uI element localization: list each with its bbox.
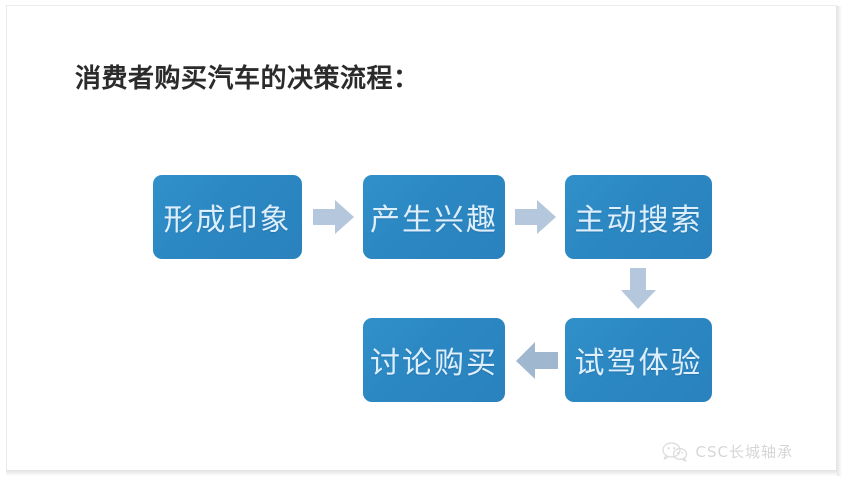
arrow-down-icon-3 [620, 268, 658, 310]
frame-bottom-shadow [6, 471, 839, 476]
watermark: CSC长城轴承 [661, 441, 793, 462]
flow-node-discuss-purchase[interactable]: 讨论购买 [363, 318, 505, 402]
arrow-right-icon-2 [515, 199, 557, 235]
page-title: 消费者购买汽车的决策流程： [75, 64, 420, 94]
flow-node-generate-interest[interactable]: 产生兴趣 [363, 175, 505, 259]
flow-node-active-search[interactable]: 主动搜索 [565, 175, 712, 259]
frame-right-shadow [837, 6, 842, 476]
arrow-right-icon-1 [313, 199, 355, 235]
wechat-logo-icon [661, 441, 688, 462]
flow-node-form-impression[interactable]: 形成印象 [153, 175, 302, 259]
arrow-left-icon-4 [515, 341, 559, 381]
flow-node-test-drive[interactable]: 试驾体验 [565, 318, 712, 402]
watermark-label: CSC长城轴承 [695, 443, 793, 461]
